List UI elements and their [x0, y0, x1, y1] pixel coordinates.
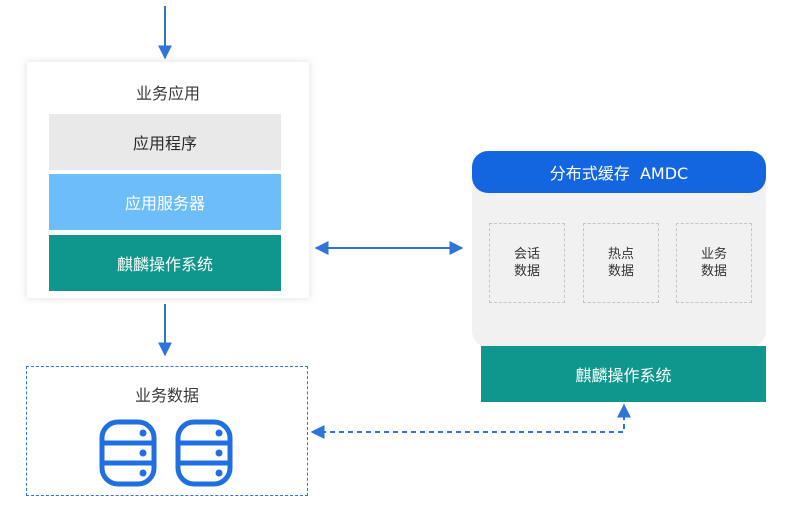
distributed-cache-panel: 分布式缓存 AMDC 会话 数据 热点 数据 业务 数据: [472, 151, 766, 347]
cache-item-label: 会话: [513, 247, 540, 262]
app-server-layer: 应用服务器: [49, 174, 281, 230]
cache-data-dashed-arrow: [310, 403, 631, 439]
cache-item-hotspot: 热点 数据: [583, 223, 659, 303]
cache-item-label: 业务: [700, 247, 727, 262]
app-program-layer: 应用程序: [49, 114, 281, 170]
cache-item-label: 热点: [607, 247, 634, 262]
database-icon: [99, 419, 157, 487]
cache-item-label: 数据: [700, 264, 727, 279]
cache-header: 分布式缓存 AMDC: [472, 151, 766, 193]
database-icons: [99, 419, 233, 487]
cache-item-business: 业务 数据: [676, 223, 752, 303]
business-data-box: 业务数据: [26, 366, 308, 496]
business-app-panel: 业务应用 应用程序 应用服务器 麒麟操作系统: [27, 62, 309, 298]
kylin-os-layer: 麒麟操作系统: [49, 235, 281, 291]
business-data-title: 业务数据: [134, 386, 199, 405]
business-app-title: 业务应用: [135, 84, 200, 103]
cache-item-label: 数据: [607, 264, 634, 279]
database-icon: [175, 419, 233, 487]
cache-item-label: 数据: [513, 264, 540, 279]
cache-item-session: 会话 数据: [489, 223, 565, 303]
cache-kylin-os-layer: 麒麟操作系统: [481, 346, 766, 402]
